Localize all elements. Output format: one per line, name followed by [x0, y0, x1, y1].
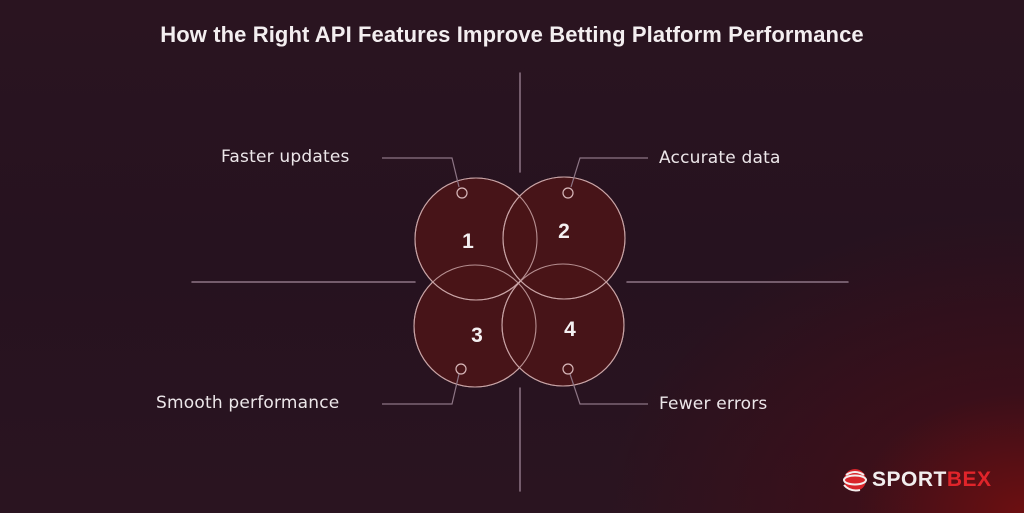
- connector-2: [570, 157, 648, 188]
- label-smooth-performance: Smooth performance: [156, 393, 340, 413]
- dot-3: [455, 363, 467, 375]
- connector-dots: [455, 187, 574, 375]
- page-title: How the Right API Features Improve Betti…: [160, 22, 864, 47]
- connector-4: [569, 373, 648, 405]
- logo-text-sport: SPORT: [872, 468, 947, 491]
- dot-1: [456, 187, 468, 199]
- connector-3: [382, 373, 460, 405]
- label-accurate-data: Accurate data: [659, 148, 781, 168]
- circle-number-3: 3: [471, 324, 483, 347]
- circle-number-1: 1: [462, 230, 474, 253]
- dot-2: [562, 187, 574, 199]
- globe-swoosh-icon: [843, 469, 867, 492]
- connector-1: [382, 157, 460, 188]
- axis-lines: [191, 72, 849, 492]
- circle-number-4: 4: [564, 318, 576, 341]
- label-faster-updates: Faster updates: [221, 147, 350, 167]
- logo-text-bex: BEX: [946, 468, 992, 491]
- label-fewer-errors: Fewer errors: [659, 394, 768, 414]
- circle-number-2: 2: [558, 220, 570, 243]
- sportbex-logo: SPORTBEX: [842, 467, 992, 493]
- dot-4: [562, 363, 574, 375]
